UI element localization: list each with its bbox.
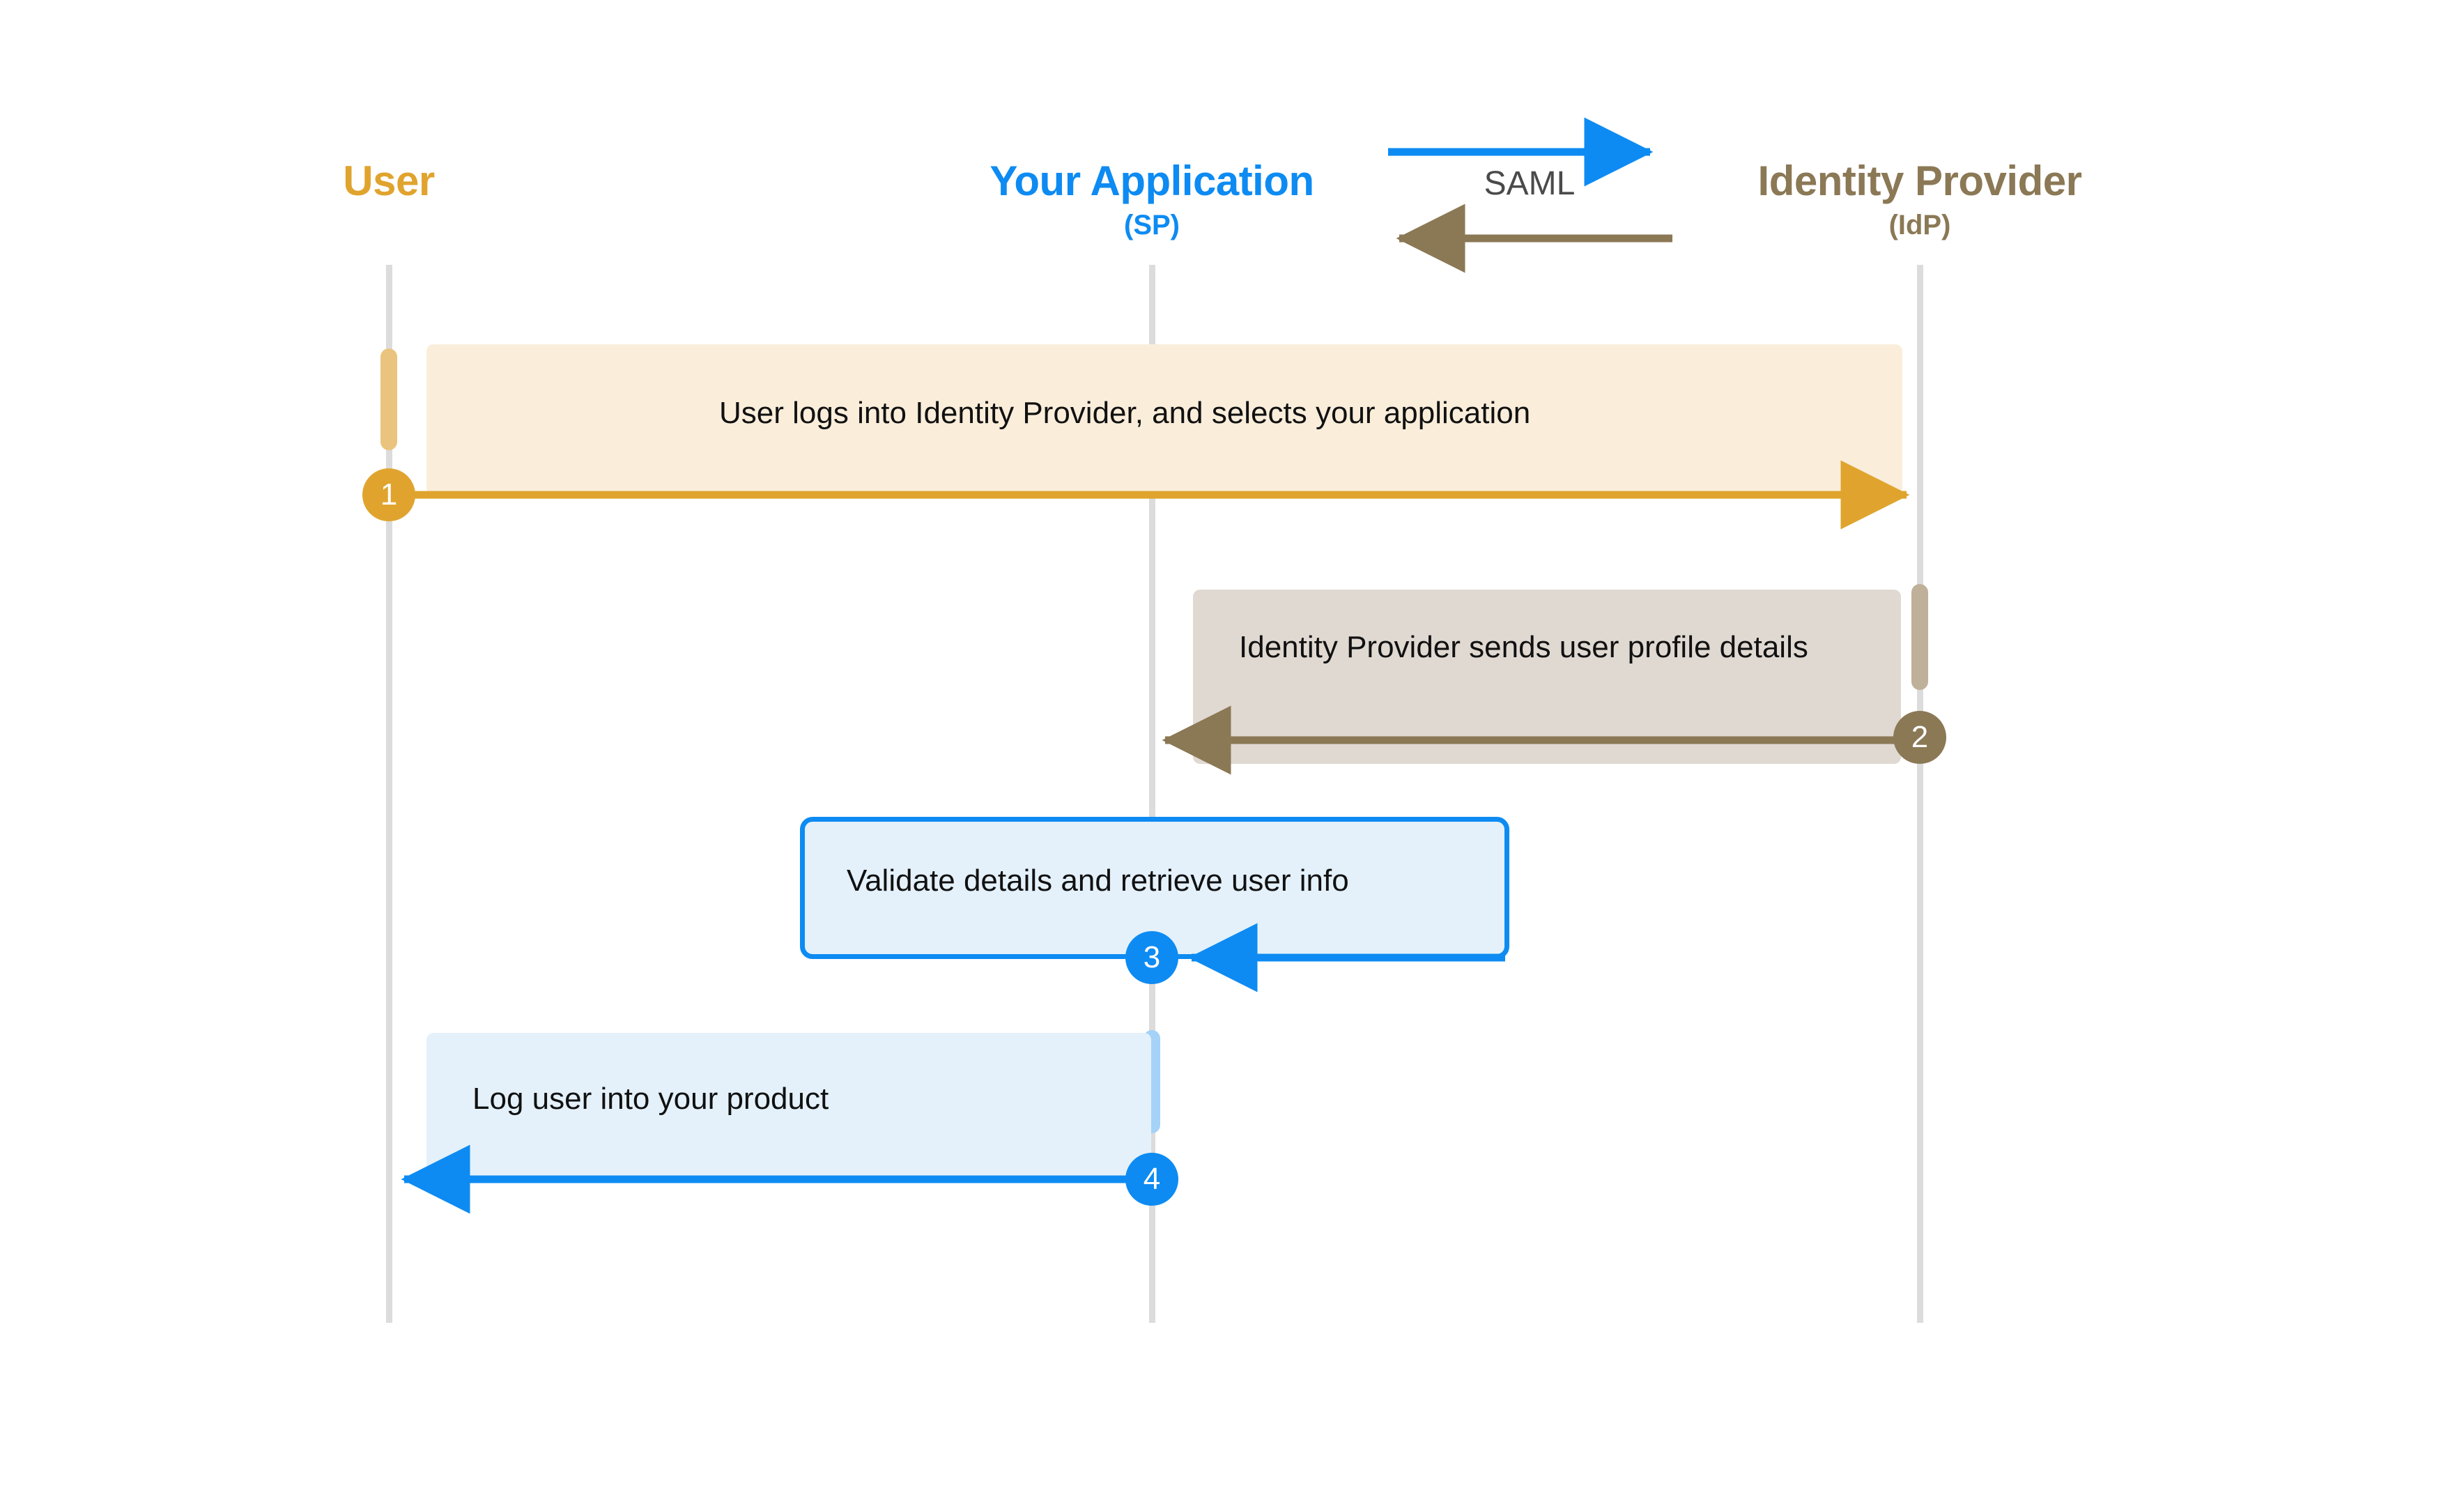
message-band-step4: Log user into your product <box>426 1033 1151 1175</box>
activation-bar-user-step1 <box>380 348 397 450</box>
protocol-label-saml: SAML <box>1484 165 1576 202</box>
activation-bar-identity-provider-step2 <box>1911 584 1928 690</box>
actor-header-service-provider: Your Application (SP) <box>990 159 1314 242</box>
message-text-step2: Identity Provider sends user profile det… <box>1239 630 1808 664</box>
step-badge-2[interactable]: 2 <box>1893 711 1946 764</box>
actor-subtitle-identity-provider: (IdP) <box>1888 210 1951 240</box>
message-text-step3: Validate details and retrieve user info <box>847 864 1349 898</box>
message-band-step1: User logs into Identity Provider, and se… <box>426 344 1902 495</box>
lifeline-identity-provider <box>1917 265 1923 1323</box>
actor-subtitle-service-provider: (SP) <box>1123 210 1180 240</box>
step-badge-1[interactable]: 1 <box>362 468 415 521</box>
actor-header-user: User <box>343 158 435 204</box>
step-badge-4[interactable]: 4 <box>1125 1153 1178 1206</box>
lifeline-user <box>386 265 392 1323</box>
actor-title-service-provider: Your Application <box>990 158 1314 204</box>
protocol-group-saml: SAML <box>1387 125 1672 244</box>
message-text-step4: Log user into your product <box>472 1082 829 1116</box>
lifeline-service-provider <box>1149 265 1155 1323</box>
message-text-step1: User logs into Identity Provider, and se… <box>719 396 1531 430</box>
message-band-step2: Identity Provider sends user profile det… <box>1193 590 1901 764</box>
actor-header-identity-provider: Identity Provider (IdP) <box>1758 159 2082 242</box>
actor-title-user: User <box>343 158 435 204</box>
step-badge-3[interactable]: 3 <box>1125 931 1178 984</box>
actor-title-identity-provider: Identity Provider <box>1757 158 2082 204</box>
